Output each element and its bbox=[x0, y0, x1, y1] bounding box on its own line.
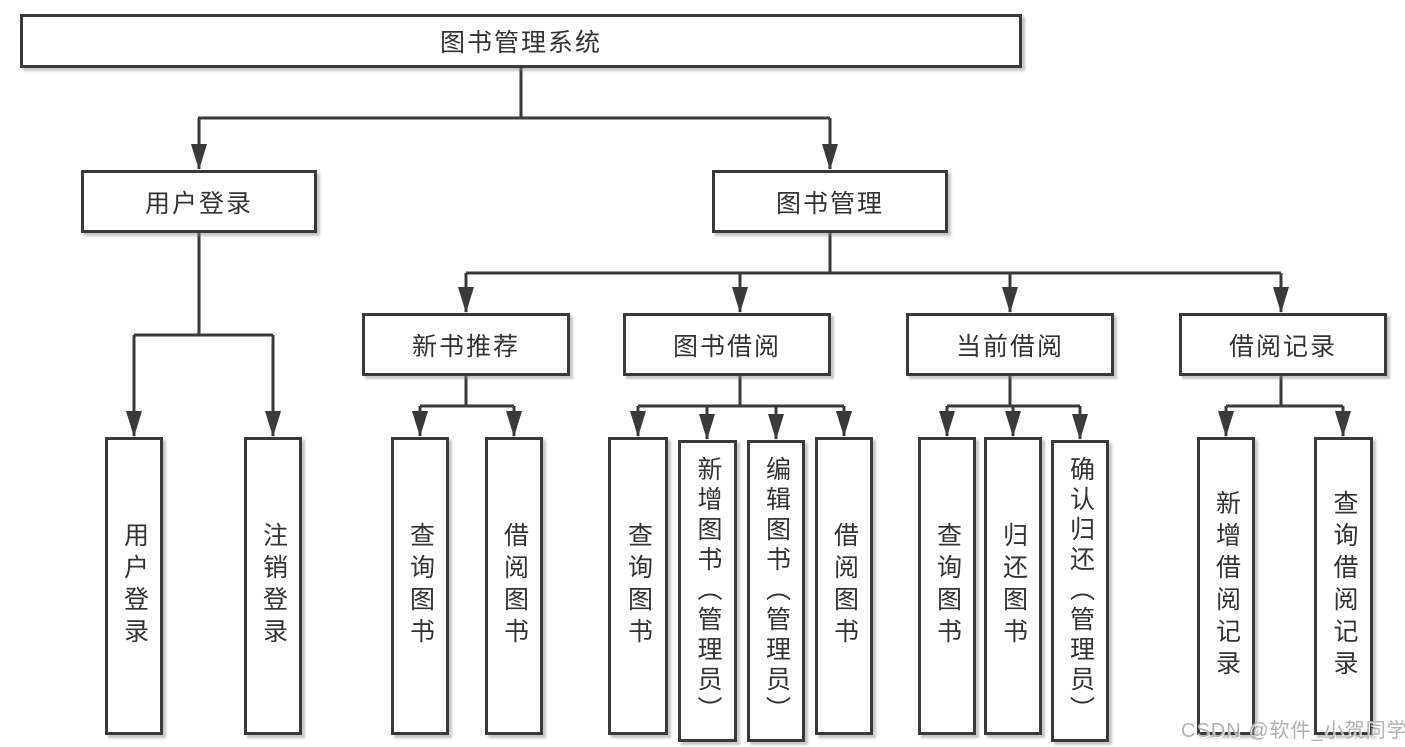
node-bb-add-label: 新增图书（管理员） bbox=[694, 456, 722, 726]
node-bb-edit-label: 编辑图书（管理员） bbox=[762, 456, 791, 726]
node-borrow-record-label: 借阅记录 bbox=[1228, 332, 1337, 361]
edges-current-borrow bbox=[939, 376, 1088, 440]
edges-borrow-record bbox=[1218, 376, 1351, 437]
node-user-login: 用户登录 bbox=[81, 170, 317, 233]
node-nbr-query-label: 查询图书 bbox=[406, 522, 435, 650]
watermark: CSDN @软件_小贺同学 bbox=[1181, 720, 1405, 742]
node-bb-add: 新增图书（管理员） bbox=[678, 440, 737, 742]
node-root: 图书管理系统 bbox=[20, 14, 1022, 68]
edges-book-borrow bbox=[630, 376, 852, 440]
node-nbr-borrow: 借阅图书 bbox=[485, 437, 543, 735]
edges-new-book-rec bbox=[412, 376, 522, 437]
node-logout-label: 注销登录 bbox=[259, 522, 288, 650]
edges-book-mgmt bbox=[458, 233, 1289, 313]
node-root-label: 图书管理系统 bbox=[439, 29, 602, 57]
node-br-query: 查询借阅记录 bbox=[1314, 437, 1373, 735]
edges-root bbox=[191, 68, 838, 170]
node-user-login-label: 用户登录 bbox=[144, 189, 253, 218]
node-br-query-label: 查询借阅记录 bbox=[1330, 490, 1358, 682]
node-cb-query: 查询图书 bbox=[918, 437, 976, 735]
node-bb-edit: 编辑图书（管理员） bbox=[747, 440, 805, 742]
node-book-mgmt: 图书管理 bbox=[712, 170, 948, 233]
node-bb-query: 查询图书 bbox=[608, 437, 668, 735]
node-new-book-rec: 新书推荐 bbox=[362, 313, 570, 376]
node-nbr-query: 查询图书 bbox=[391, 437, 449, 735]
node-cb-confirm: 确认归还（管理员） bbox=[1051, 440, 1109, 742]
node-nbr-borrow-label: 借阅图书 bbox=[500, 522, 529, 650]
edges-user-login bbox=[126, 233, 281, 437]
node-login-label: 用户登录 bbox=[120, 522, 149, 650]
node-cb-return: 归还图书 bbox=[984, 437, 1042, 735]
node-bb-query-label: 查询图书 bbox=[624, 522, 653, 650]
node-cb-confirm-label: 确认归还（管理员） bbox=[1066, 456, 1095, 726]
node-book-borrow: 图书借阅 bbox=[623, 313, 831, 376]
node-bb-borrow-label: 借阅图书 bbox=[830, 522, 859, 650]
node-current-borrow: 当前借阅 bbox=[906, 313, 1114, 376]
node-book-mgmt-label: 图书管理 bbox=[775, 189, 884, 218]
node-new-book-rec-label: 新书推荐 bbox=[411, 332, 520, 361]
node-br-add: 新增借阅记录 bbox=[1197, 437, 1255, 735]
node-cb-return-label: 归还图书 bbox=[999, 522, 1028, 650]
node-book-borrow-label: 图书借阅 bbox=[672, 332, 781, 361]
node-current-borrow-label: 当前借阅 bbox=[955, 332, 1064, 361]
node-logout: 注销登录 bbox=[244, 437, 302, 735]
node-cb-query-label: 查询图书 bbox=[933, 522, 962, 650]
node-borrow-record: 借阅记录 bbox=[1179, 313, 1387, 376]
node-bb-borrow: 借阅图书 bbox=[815, 437, 873, 735]
node-login: 用户登录 bbox=[105, 437, 163, 735]
node-br-add-label: 新增借阅记录 bbox=[1212, 490, 1241, 682]
